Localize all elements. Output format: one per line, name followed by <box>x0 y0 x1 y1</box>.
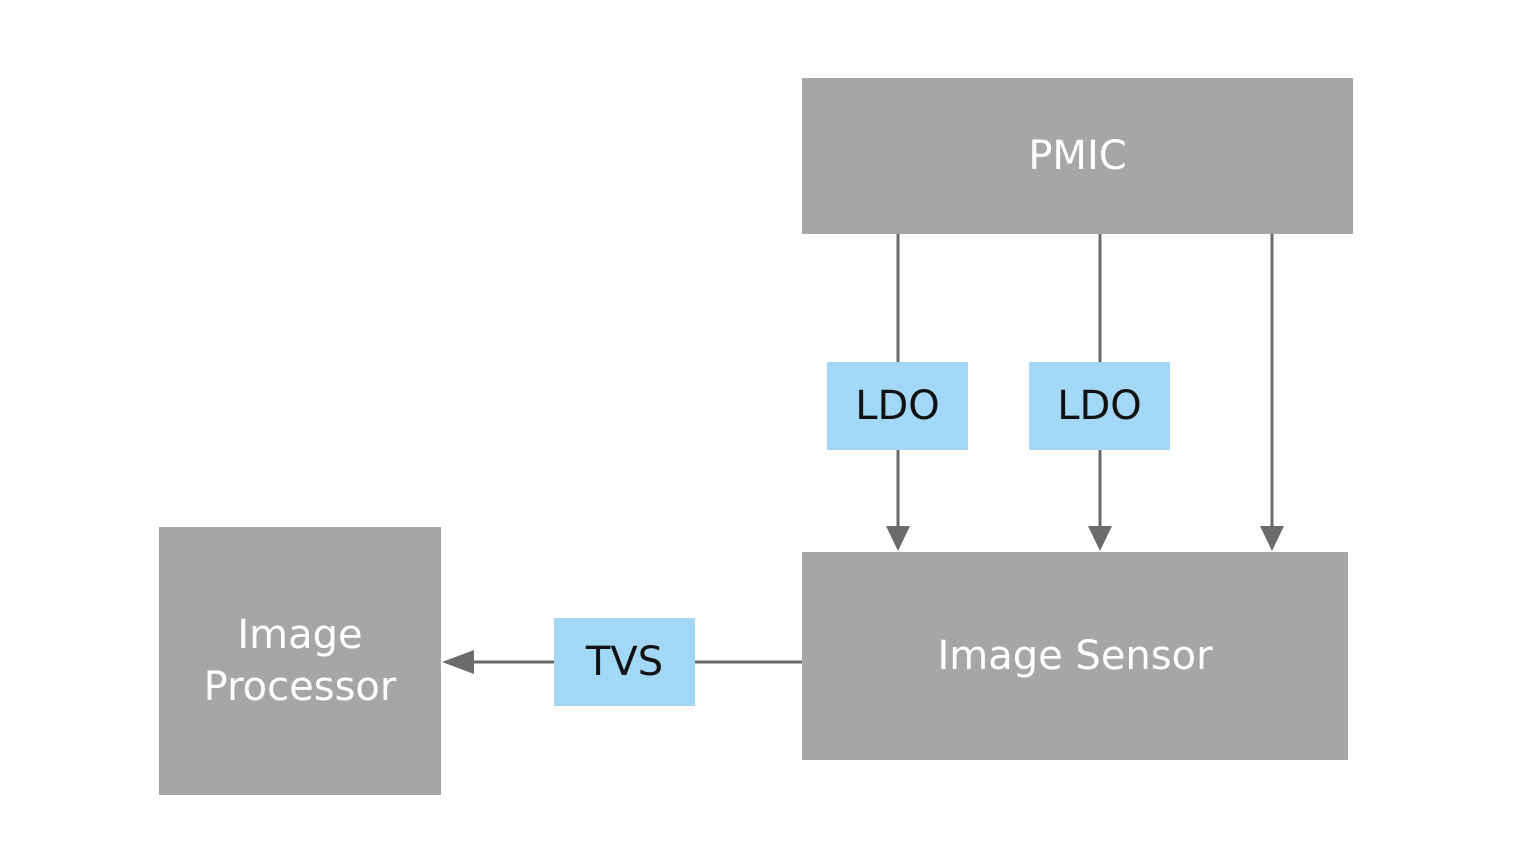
ldo-1-label: LDO <box>855 383 940 429</box>
pmic-block: PMIC <box>802 78 1353 234</box>
image-processor-label-line-1: Image <box>237 612 363 658</box>
image-sensor-block: Image Sensor <box>802 552 1348 760</box>
ldo-1-block: LDO <box>827 362 968 450</box>
arrowhead-tvs-to-processor <box>442 650 474 674</box>
ldo-2-block: LDO <box>1029 362 1170 450</box>
image-processor-block: Image Processor <box>159 527 441 795</box>
arrowhead-ldo-2-to-sensor <box>1088 526 1112 551</box>
image-processor-label-line-2: Processor <box>203 664 397 710</box>
image-sensor-label: Image Sensor <box>937 633 1213 679</box>
image-processor-label: Image Processor <box>204 609 397 713</box>
pmic-label: PMIC <box>1028 133 1127 179</box>
arrowhead-pmic-to-sensor <box>1260 526 1284 551</box>
tvs-label: TVS <box>585 639 664 685</box>
ldo-2-label: LDO <box>1057 383 1142 429</box>
tvs-block: TVS <box>554 618 695 706</box>
arrowhead-ldo-1-to-sensor <box>886 526 910 551</box>
